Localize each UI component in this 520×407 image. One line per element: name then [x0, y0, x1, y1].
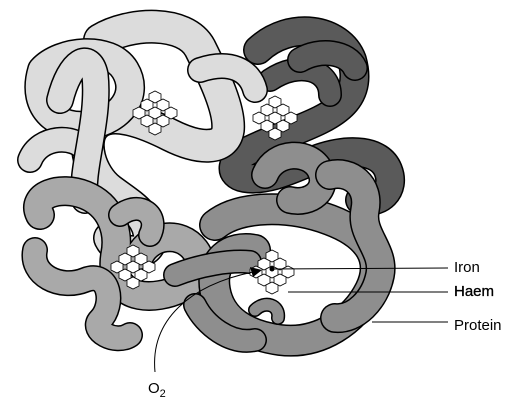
oxygen-symbol: O	[148, 380, 160, 397]
protein-subunit-dark	[218, 16, 405, 216]
iron-label: Iron	[454, 259, 480, 276]
protein-subunit-mid-right	[163, 141, 396, 357]
haem-label: Haem	[454, 283, 495, 300]
protein-label: Protein	[454, 317, 502, 334]
protein-subunit-mid-left	[21, 176, 215, 352]
protein-subunit-light	[17, 9, 268, 270]
oxygen-subscript: 2	[159, 388, 166, 400]
oxygen-label: O2	[148, 381, 166, 400]
oxygen-arrowhead	[250, 267, 262, 277]
iron-leader-line	[271, 267, 449, 270]
iron-atom-marker	[269, 266, 275, 272]
oxygen-arrow	[154, 271, 254, 373]
